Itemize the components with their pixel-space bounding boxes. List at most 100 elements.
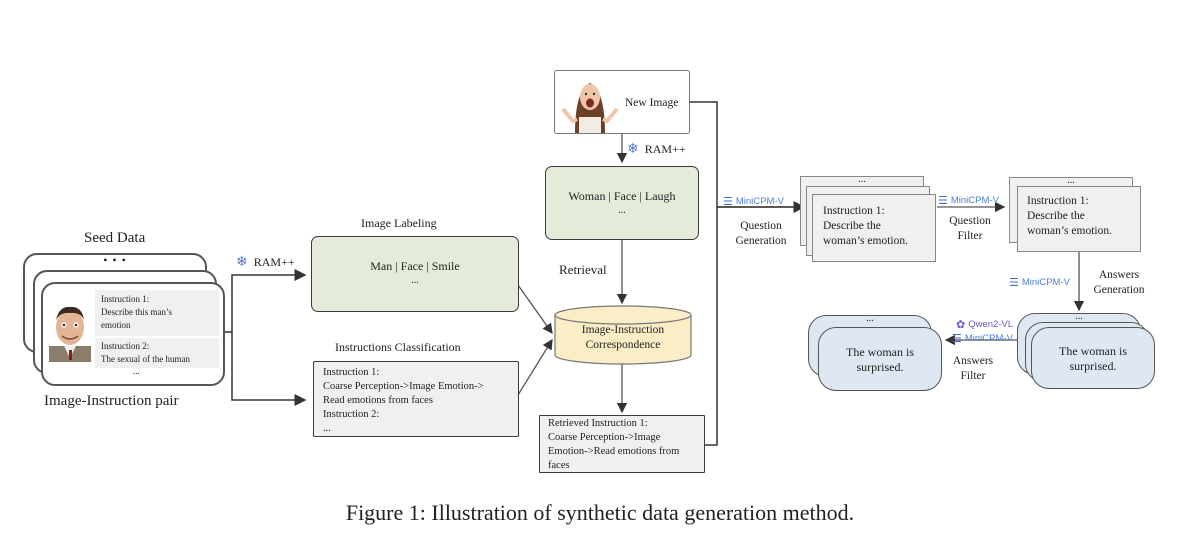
retrieved-instruction-box: Retrieved Instruction 1: Coarse Percepti…: [539, 415, 705, 473]
question-card-front: Instruction 1: Describe the woman’s emot…: [812, 194, 936, 262]
seed-stack-dots: • • •: [103, 253, 127, 267]
question-filter-line-1: Question: [949, 215, 991, 227]
filtered-question-line: Instruction 1:: [1027, 195, 1089, 207]
classification-line: ...: [323, 423, 331, 434]
retrieved-text: Retrieved Instruction 1: Coarse Percepti…: [548, 417, 679, 473]
answers-filter-label: Answers Filter: [950, 354, 996, 384]
seed-instruction-1: Instruction 1: Describe this man’s emoti…: [95, 290, 219, 336]
man-face-image: [47, 300, 93, 362]
question-generation-line-1: Question: [740, 220, 782, 232]
question-filter-model: ☰ MiniCPM-V: [938, 194, 999, 207]
filtered-question-line: woman’s emotion.: [1027, 225, 1112, 237]
woman-face-image: [561, 73, 619, 133]
correspondence-database: Image-Instruction Correspondence: [553, 305, 693, 365]
classification-line: Coarse Perception->Image Emotion->: [323, 381, 484, 392]
classification-line: Read emotions from faces: [323, 395, 433, 406]
minicpm-logo-icon: ☰: [723, 196, 733, 208]
instructions-classification-title: Instructions Classification: [335, 340, 461, 354]
generated-question-line: Describe the: [823, 220, 881, 232]
image-labeling-dots: ...: [411, 275, 419, 286]
ram-top-label: RAM++: [644, 142, 686, 156]
final-stack-dots: ...: [866, 313, 874, 324]
new-image-box: New Image: [554, 70, 690, 134]
answer-card-front: The woman is surprised.: [1031, 327, 1155, 389]
question-stack-dots: ...: [858, 174, 866, 185]
generated-question-text: Instruction 1: Describe the woman’s emot…: [823, 204, 908, 249]
image-labeling-title: Image Labeling: [361, 216, 437, 230]
retrieved-line: Emotion->Read emotions from: [548, 446, 680, 457]
answers-generation-line-1: Answers: [1098, 269, 1140, 281]
answers-filter-model-minicpm-label: MiniCPM-V: [964, 333, 1013, 344]
labeling-to-db-arrow: [517, 284, 553, 335]
correspondence-line-1: Image-Instruction: [581, 324, 665, 336]
retrieved-line: faces: [548, 460, 570, 471]
new-image-label: New Image: [625, 97, 679, 109]
image-labeling-box: Man | Face | Smile ...: [311, 236, 519, 312]
seed-bottom-dots: ...: [133, 366, 140, 376]
ram-left-label: RAM++: [253, 255, 295, 269]
seed-to-branch-line: [218, 269, 307, 333]
classification-text: Instruction 1: Coarse Perception->Image …: [323, 366, 484, 436]
figure-caption: Figure 1: Illustration of synthetic data…: [345, 500, 855, 525]
seed-card-front: Instruction 1: Describe this man’s emoti…: [41, 282, 225, 386]
image-labeling-tags: Man | Face | Smile: [370, 259, 460, 273]
seed-instruction-1-line-2: emotion: [101, 320, 131, 330]
classification-to-db-arrow: [517, 338, 553, 396]
answers-generation-line-2: Generation: [1093, 284, 1145, 296]
answers-filter-model-qwen: ✿ Qwen2-VL: [956, 318, 1013, 331]
new-image-dots: ...: [618, 205, 626, 216]
ram-left: ❄ RAM++: [236, 254, 295, 271]
new-image-labels-box: Woman | Face | Laugh ...: [545, 166, 699, 240]
answers-filter-line-2: Filter: [960, 370, 986, 382]
question-filter-model-label: MiniCPM-V: [950, 195, 999, 206]
answers-generation-label: Answers Generation: [1088, 268, 1150, 298]
question-generation-line-2: Generation: [735, 235, 787, 247]
classification-line: Instruction 2:: [323, 409, 380, 420]
answers-filter-model-qwen-label: Qwen2-VL: [968, 319, 1014, 330]
retrieved-line: Retrieved Instruction 1:: [548, 418, 648, 429]
instructions-classification-box: Instruction 1: Coarse Perception->Image …: [313, 361, 519, 437]
branch-to-classification-line: [231, 332, 307, 406]
snowflake-icon: ❄: [236, 255, 248, 270]
seed-instruction-2-line-1: The sexual of the human: [101, 354, 190, 364]
minicpm-logo-icon: ☰: [952, 333, 962, 345]
retrieved-line: Coarse Perception->Image: [548, 432, 661, 443]
qwen-logo-icon: ✿: [956, 319, 966, 331]
question-generation-model-label: MiniCPM-V: [735, 196, 784, 207]
minicpm-logo-icon: ☰: [1009, 277, 1019, 289]
final-answer-line: surprised.: [856, 360, 904, 374]
new-image-bus-line: [690, 101, 718, 446]
generated-answer-line: surprised.: [1069, 359, 1117, 373]
generated-question-line: woman’s emotion.: [823, 235, 908, 247]
filtered-question-text: Instruction 1: Describe the woman’s emot…: [1027, 194, 1112, 239]
question-filter-line-2: Filter: [957, 230, 983, 242]
answers-generation-model: ☰ MiniCPM-V: [1009, 276, 1070, 289]
seed-instruction-2-label: Instruction 2:: [101, 341, 150, 351]
final-answer-line: The woman is: [846, 345, 914, 359]
seed-instruction-2: Instruction 2: The sexual of the human: [95, 338, 219, 368]
generated-answer-line: The woman is: [1059, 344, 1127, 358]
generated-question-line: Instruction 1:: [823, 205, 885, 217]
snowflake-icon: ❄: [627, 142, 639, 157]
filtered-card-front: Instruction 1: Describe the woman’s emot…: [1017, 186, 1141, 252]
answer-stack-dots: ...: [1075, 311, 1083, 322]
answers-generation-model-label: MiniCPM-V: [1021, 277, 1070, 288]
question-generation-model: ☰ MiniCPM-V: [723, 195, 784, 208]
question-filter-label: Question Filter: [940, 214, 1000, 244]
ram-top: ❄ RAM++: [627, 141, 686, 158]
minicpm-logo-icon: ☰: [938, 195, 948, 207]
final-answer-text: The woman is surprised.: [819, 345, 941, 375]
retrieval-label: Retrieval: [559, 262, 607, 277]
seed-instruction-1-line-1: Describe this man’s: [101, 307, 172, 317]
generated-answer-text: The woman is surprised.: [1032, 344, 1154, 374]
filtered-question-line: Describe the: [1027, 210, 1085, 222]
filtered-stack-dots: ...: [1067, 175, 1075, 186]
answers-filter-line-1: Answers: [952, 355, 994, 367]
classification-line: Instruction 1:: [323, 367, 380, 378]
seed-data-title: Seed Data: [84, 230, 146, 246]
new-image-tags: Woman | Face | Laugh: [568, 189, 676, 203]
question-generation-label: Question Generation: [728, 219, 794, 249]
answers-filter-model-minicpm: ☰ MiniCPM-V: [952, 332, 1013, 345]
image-instruction-pair-label: Image-Instruction pair: [44, 393, 179, 409]
